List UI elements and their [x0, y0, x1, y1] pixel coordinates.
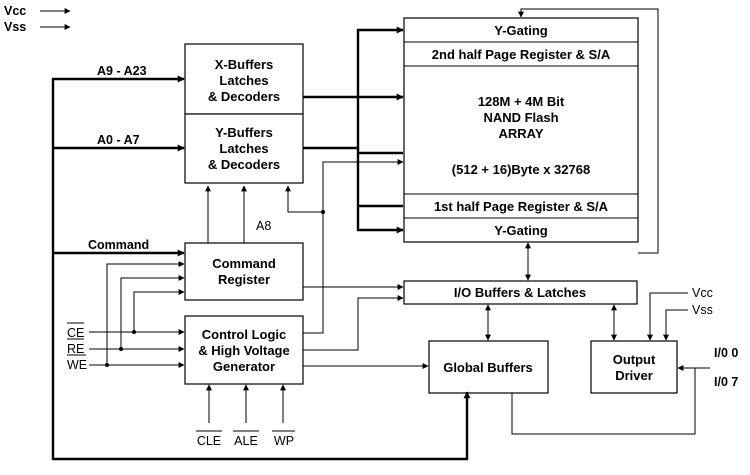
- svg-text:I/O Buffers & Latches: I/O Buffers & Latches: [454, 285, 586, 300]
- cle-label: CLE: [197, 434, 221, 448]
- array-organization-label: (512 + 16)Byte x 32768: [452, 162, 590, 177]
- addr-low-label: A0 - A7: [97, 133, 140, 147]
- top-y-gating-label: Y-Gating: [494, 23, 548, 38]
- latch-inputs: CLE ALE WP: [196, 384, 295, 448]
- array-type-label: NAND Flash: [483, 110, 558, 125]
- first-half-page-register-label: 1st half Page Register & S/A: [434, 199, 609, 214]
- svg-text:Register: Register: [218, 272, 270, 287]
- ce-label: CE: [67, 326, 84, 340]
- we-label: WE: [67, 358, 87, 372]
- command-register-block: Command Register: [184, 242, 304, 301]
- y-buffers-block: Y-Buffers Latches & Decoders: [184, 113, 304, 184]
- vcc-label: Vcc: [4, 4, 26, 18]
- svg-text:Latches: Latches: [219, 141, 268, 156]
- re-label: RE: [67, 342, 84, 356]
- address-bus: A9 - A23 A0 - A7 Command: [51, 64, 471, 461]
- svg-text:& Decoders: & Decoders: [208, 157, 280, 172]
- bottom-y-gating-label: Y-Gating: [494, 223, 548, 238]
- control-logic-block: Control Logic & High Voltage Generator: [184, 315, 304, 385]
- svg-text:Driver: Driver: [615, 368, 653, 383]
- x-buffers-block: X-Buffers Latches & Decoders: [184, 43, 304, 115]
- vss-label: Vss: [4, 20, 26, 34]
- power-legend: Vcc Vss: [4, 4, 71, 34]
- array-word-label: ARRAY: [498, 126, 543, 141]
- flash-array-block: Y-Gating 2nd half Page Register & S/A 12…: [403, 17, 639, 243]
- svg-text:& High Voltage: & High Voltage: [198, 343, 289, 358]
- svg-text:Generator: Generator: [213, 359, 275, 374]
- command-label: Command: [88, 238, 149, 252]
- svg-text:Command: Command: [212, 256, 276, 271]
- driver-vcc-label: Vcc: [692, 286, 713, 300]
- svg-text:Global Buffers: Global Buffers: [443, 360, 533, 375]
- decoder-to-array-bus: [303, 26, 404, 234]
- control-signal-lines: A8: [205, 8, 710, 435]
- second-half-page-register-label: 2nd half Page Register & S/A: [432, 47, 611, 62]
- svg-text:X-Buffers: X-Buffers: [215, 57, 274, 72]
- svg-text:& Decoders: & Decoders: [208, 89, 280, 104]
- svg-text:Y-Buffers: Y-Buffers: [215, 125, 273, 140]
- driver-vss-label: Vss: [692, 303, 713, 317]
- output-driver-power: Vcc Vss I/0 0 I/0 7: [647, 286, 738, 389]
- svg-text:Output: Output: [613, 352, 656, 367]
- a8-label: A8: [256, 219, 271, 233]
- svg-text:Latches: Latches: [219, 73, 268, 88]
- array-capacity-label: 128M + 4M Bit: [478, 94, 565, 109]
- io0-label: I/0 0: [714, 346, 738, 360]
- ale-label: ALE: [234, 434, 258, 448]
- svg-text:Control Logic: Control Logic: [202, 327, 287, 342]
- global-buffers-block: Global Buffers: [428, 340, 549, 394]
- output-driver-block: Output Driver: [590, 340, 678, 394]
- io7-label: I/0 7: [714, 375, 738, 389]
- control-inputs: CE RE WE: [67, 261, 185, 372]
- wp-label: WP: [274, 434, 294, 448]
- addr-high-label: A9 - A23: [97, 64, 147, 78]
- io-buffers-block: I/O Buffers & Latches: [403, 280, 638, 305]
